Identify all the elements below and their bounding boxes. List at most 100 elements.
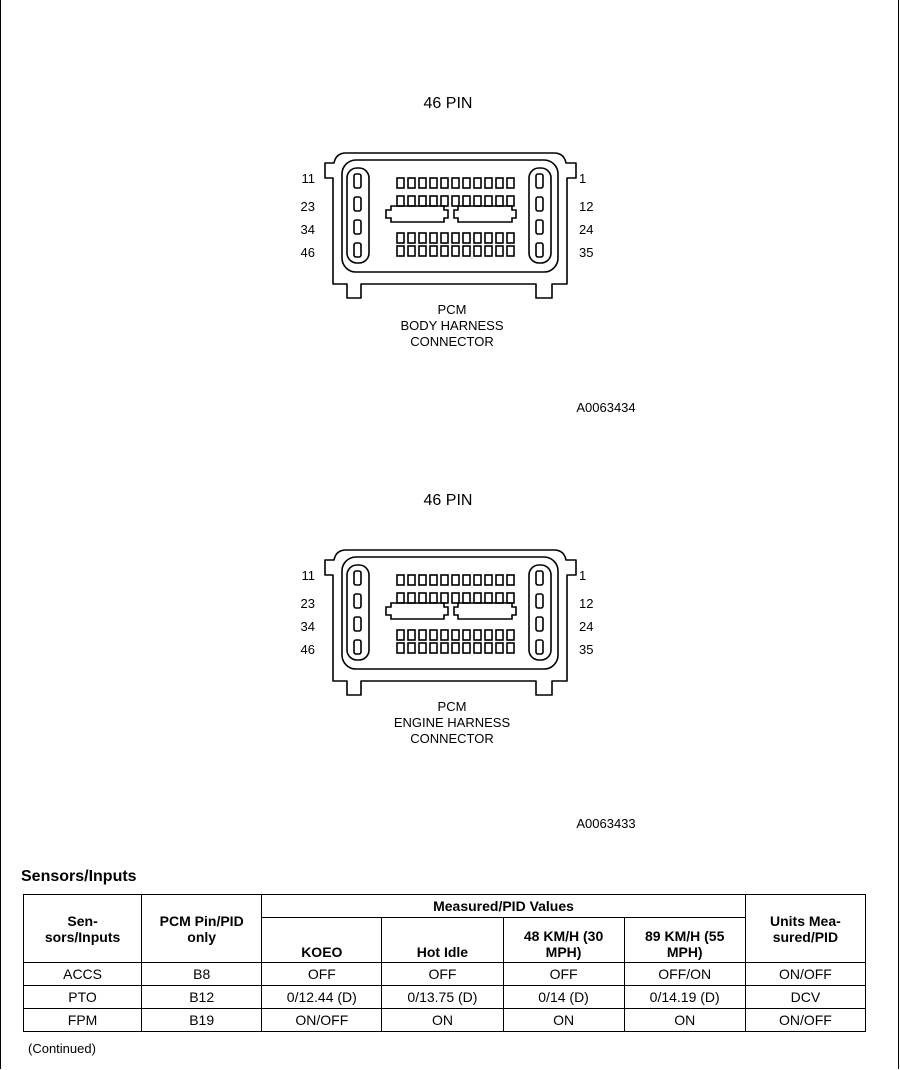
pin-cavity [484, 574, 493, 586]
pin-slot [353, 570, 362, 586]
pin-label: 1 [579, 171, 586, 186]
pin-cavity [484, 232, 493, 244]
pin-slot [353, 173, 362, 189]
connector-housing [324, 152, 577, 299]
pin-cavity [484, 592, 493, 604]
pin-cavity [396, 642, 405, 654]
pin-cavity [407, 232, 416, 244]
pin-cavity [495, 642, 504, 654]
body-harness-connector: 46 PIN 11 23 34 46 1 12 24 35 PCM BODY H… [301, 95, 636, 415]
cell-89kmh: 0/14.19 (D) [623, 985, 746, 1009]
pin-label: 11 [302, 568, 316, 583]
connector-caption: PCM ENGINE HARNESS CONNECTOR [394, 699, 511, 746]
pin-cavity [418, 195, 427, 207]
pin-label: 1 [579, 568, 586, 583]
caption-line: ENGINE HARNESS [394, 715, 511, 730]
connector-diagrams: 46 PIN 11 23 34 46 1 12 24 35 PCM BODY H… [301, 95, 636, 831]
caption-line: PCM [438, 302, 467, 317]
pin-cavity [440, 245, 449, 257]
pin-label: 11 [302, 171, 316, 186]
pin-label: 34 [301, 619, 315, 634]
cell-units: ON/OFF [744, 1008, 867, 1032]
pin-cavity [418, 592, 427, 604]
side-pin-block [528, 564, 552, 661]
pin-cavity [429, 177, 438, 189]
pin-cavity [462, 592, 471, 604]
pin-count-label: 46 PIN [424, 492, 473, 509]
pin-cavity [429, 574, 438, 586]
pin-cavity [451, 574, 460, 586]
pin-cavity [396, 195, 405, 207]
pin-cavity [418, 629, 427, 641]
pin-cavity [462, 629, 471, 641]
pin-slot [535, 173, 544, 189]
table-row: ACCS B8 OFF OFF OFF OFF/ON ON/OFF [22, 962, 867, 986]
pin-cavity [473, 629, 482, 641]
right-pin-labels: 1 12 24 35 [579, 171, 593, 260]
pin-cavity [484, 195, 493, 207]
table-title: Sensors/Inputs [21, 868, 137, 885]
pin-cavity [462, 574, 471, 586]
pin-slot [353, 639, 362, 655]
pin-cavity [451, 232, 460, 244]
pin-slot [353, 196, 362, 212]
pin-slot [535, 219, 544, 235]
pin-label: 35 [579, 245, 593, 260]
pin-cavity [506, 574, 515, 586]
latch-bar [385, 602, 449, 620]
pin-cavity [506, 245, 515, 257]
pin-cavity [484, 177, 493, 189]
pin-label: 23 [301, 596, 315, 611]
pin-cavity [495, 574, 504, 586]
pin-cavity [506, 195, 515, 207]
pin-cavity [418, 642, 427, 654]
pin-cavity [407, 574, 416, 586]
pin-count-label: 46 PIN [424, 95, 473, 112]
pin-label: 34 [301, 222, 315, 237]
pin-cavity [495, 177, 504, 189]
pin-cavity [473, 642, 482, 654]
pin-cavity [506, 592, 515, 604]
pin-cavity [418, 177, 427, 189]
pin-cavity [462, 195, 471, 207]
pin-cavity [440, 232, 449, 244]
pin-slot [353, 616, 362, 632]
pin-cavity [440, 195, 449, 207]
pin-cavity [473, 574, 482, 586]
pin-cavity [440, 574, 449, 586]
pin-cavity [473, 195, 482, 207]
header-measured-values: Measured/PID Values [261, 894, 746, 918]
cell-units: ON/OFF [744, 962, 867, 986]
cell-48kmh: ON [502, 1008, 625, 1032]
pin-cavity [429, 629, 438, 641]
pin-cavity [451, 245, 460, 257]
pin-cavity [451, 592, 460, 604]
pin-cavity [440, 629, 449, 641]
cell-hot-idle: ON [381, 1008, 504, 1032]
pin-label: 35 [579, 642, 593, 657]
cell-koeo: 0/12.44 (D) [261, 985, 383, 1009]
pin-cavity [462, 642, 471, 654]
pin-cavity [473, 177, 482, 189]
pin-slot [535, 616, 544, 632]
header-hot-idle: Hot Idle [381, 917, 504, 963]
cell-sensor: FPM [22, 1008, 143, 1032]
pin-slot [535, 593, 544, 609]
pin-cavity [429, 195, 438, 207]
connector-outline [324, 549, 577, 696]
pin-cavity [396, 245, 405, 257]
pin-cavity [418, 245, 427, 257]
pin-slot [535, 196, 544, 212]
pin-cavity [396, 629, 405, 641]
pin-cavity [462, 232, 471, 244]
side-pin-block [346, 167, 370, 264]
right-pin-labels: 1 12 24 35 [579, 568, 593, 657]
pin-cavity [495, 245, 504, 257]
pin-cavity [495, 592, 504, 604]
